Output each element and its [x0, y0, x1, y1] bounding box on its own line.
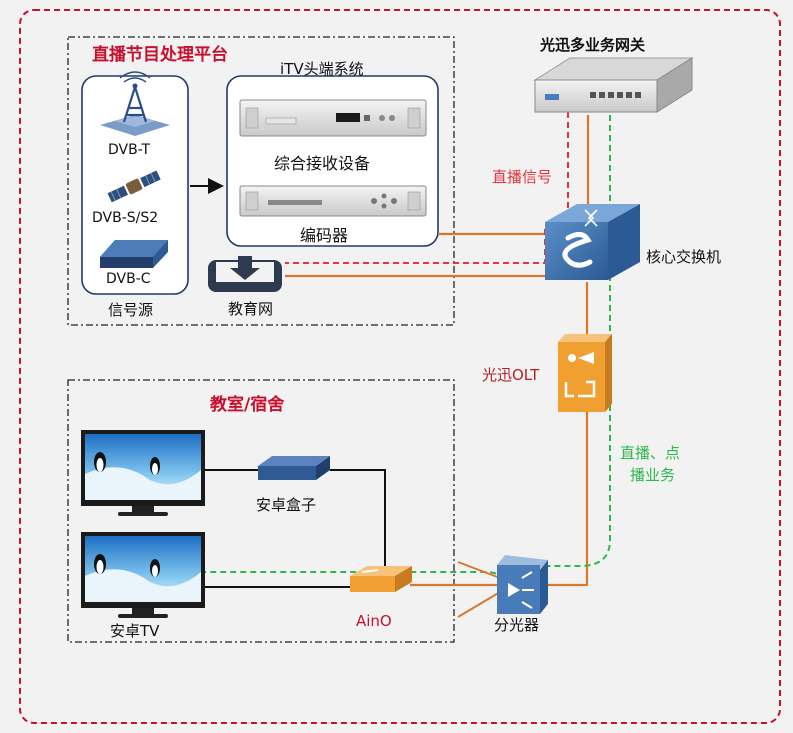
platform-title: 直播节目处理平台 — [92, 45, 228, 65]
live-signal-label: 直播信号 — [492, 168, 553, 186]
dvbc-label: DVB-C — [106, 271, 151, 287]
splitter-fanout-2 — [457, 591, 501, 618]
download-icon — [208, 256, 282, 292]
satellite-icon — [107, 170, 161, 203]
encoder-rack-icon — [239, 185, 427, 217]
gateway-device-icon — [533, 57, 694, 113]
dvbt-label: DVB-T — [108, 142, 151, 158]
service-label-line1: 直播、点 — [620, 444, 681, 462]
android-box-label: 安卓盒子 — [256, 496, 317, 514]
tv-screen-icon — [81, 430, 205, 516]
aino-device-icon — [350, 566, 412, 592]
splitter-label: 分光器 — [494, 616, 540, 634]
tv-screen-icon — [81, 532, 205, 618]
box-aino-cable — [330, 469, 386, 570]
splitter-device-icon — [497, 555, 548, 614]
android-box-icon — [258, 456, 330, 480]
receiver-rack-icon — [239, 99, 427, 137]
live-signal-path — [285, 112, 569, 264]
platform-zone — [67, 36, 455, 326]
edu-net-label: 教育网 — [228, 300, 274, 318]
olt-device-icon — [558, 334, 612, 412]
dvbt-tower-icon — [100, 71, 170, 136]
itv-system-label: iTV头端系统 — [280, 60, 364, 78]
android-tv-label: 安卓TV — [110, 622, 160, 640]
classroom-zone — [67, 379, 455, 643]
core-switch-label: 核心交换机 — [646, 248, 722, 266]
olt-label: 光迅OLT — [482, 366, 540, 384]
classroom-title: 教室/宿舍 — [210, 395, 285, 415]
gateway-label: 光迅多业务网关 — [540, 36, 646, 54]
signal-source-label: 信号源 — [108, 301, 154, 319]
aino-label: AinO — [356, 612, 392, 630]
receiver-label: 综合接收设备 — [274, 154, 371, 173]
olt-splitter-link — [548, 410, 589, 587]
core-switch-icon — [545, 204, 640, 280]
encoder-label: 编码器 — [300, 226, 349, 245]
cable-box-icon — [100, 240, 168, 268]
service-label-line2: 播业务 — [630, 466, 676, 484]
dvbs-label: DVB-S/S2 — [92, 210, 159, 226]
splitter-fanout-1 — [457, 561, 501, 579]
outer-border — [19, 9, 781, 724]
